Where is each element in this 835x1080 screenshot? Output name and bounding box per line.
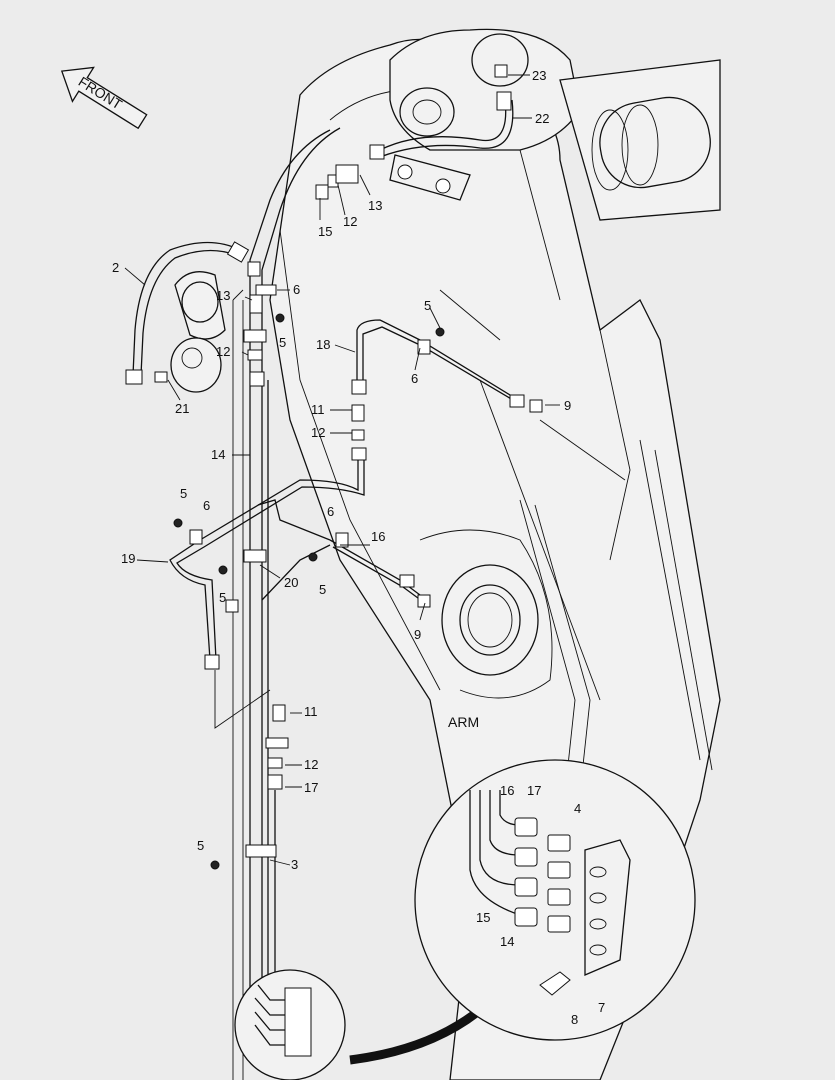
arm-label: ARM	[448, 714, 479, 730]
callout-22: 22	[535, 111, 549, 126]
detail-callout-17: 17	[527, 783, 541, 798]
callout-5: 5	[424, 298, 431, 313]
hose-18	[351, 319, 543, 413]
arm-pin-hole	[441, 564, 539, 676]
callout-6: 6	[293, 282, 300, 297]
left-pin-bosses	[170, 271, 226, 393]
detail-circle-small	[234, 969, 346, 1080]
callout-5: 5	[219, 590, 226, 605]
callout-20: 20	[284, 575, 298, 590]
callout-17: 17	[304, 780, 318, 795]
hose-2	[125, 241, 250, 385]
callout-5: 5	[180, 486, 187, 501]
callout-16: 16	[371, 529, 385, 544]
lower-fittings	[210, 549, 289, 870]
callout-6: 6	[203, 498, 210, 513]
callout-21: 21	[175, 401, 189, 416]
detail-callout-7: 7	[598, 1000, 605, 1015]
top-pin-boss	[389, 28, 581, 151]
front-arrow	[60, 66, 148, 130]
detail-callout-8: 8	[571, 1012, 578, 1027]
callout-9: 9	[564, 398, 571, 413]
callout-5: 5	[319, 582, 326, 597]
leader-lines	[124, 74, 626, 866]
detail-callout-14: 14	[500, 934, 514, 949]
callout-2: 2	[112, 260, 119, 275]
callout-12: 12	[304, 757, 318, 772]
detail-callout-15: 15	[476, 910, 490, 925]
callout-5: 5	[197, 838, 204, 853]
detail-leader	[349, 1006, 483, 1065]
callout-11: 11	[311, 402, 325, 417]
callout-6: 6	[411, 371, 418, 386]
callout-3: 3	[291, 857, 298, 872]
vertical-rails	[232, 289, 244, 1080]
callout-23: 23	[532, 68, 546, 83]
callout-12: 12	[311, 425, 325, 440]
callout-19: 19	[121, 551, 135, 566]
callout-15: 15	[318, 224, 332, 239]
hose-16	[308, 532, 431, 608]
detail-circle-large	[414, 759, 696, 1041]
hose-19	[169, 447, 367, 670]
callout-13: 13	[368, 198, 382, 213]
callout-12: 12	[216, 344, 230, 359]
callout-5: 5	[279, 335, 286, 350]
hose-22	[369, 64, 514, 160]
detail-callout-4: 4	[574, 801, 581, 816]
bracket-plate	[389, 154, 471, 201]
boom-cylinder	[559, 59, 721, 221]
callout-12: 12	[343, 214, 357, 229]
hose-bundle	[249, 127, 341, 1000]
callout-6: 6	[327, 504, 334, 519]
callout-18: 18	[316, 337, 330, 352]
callout-14: 14	[211, 447, 225, 462]
callout-11: 11	[304, 704, 318, 719]
callout-9: 9	[414, 627, 421, 642]
detail-callout-16: 16	[500, 783, 514, 798]
callout-13: 13	[216, 288, 230, 303]
